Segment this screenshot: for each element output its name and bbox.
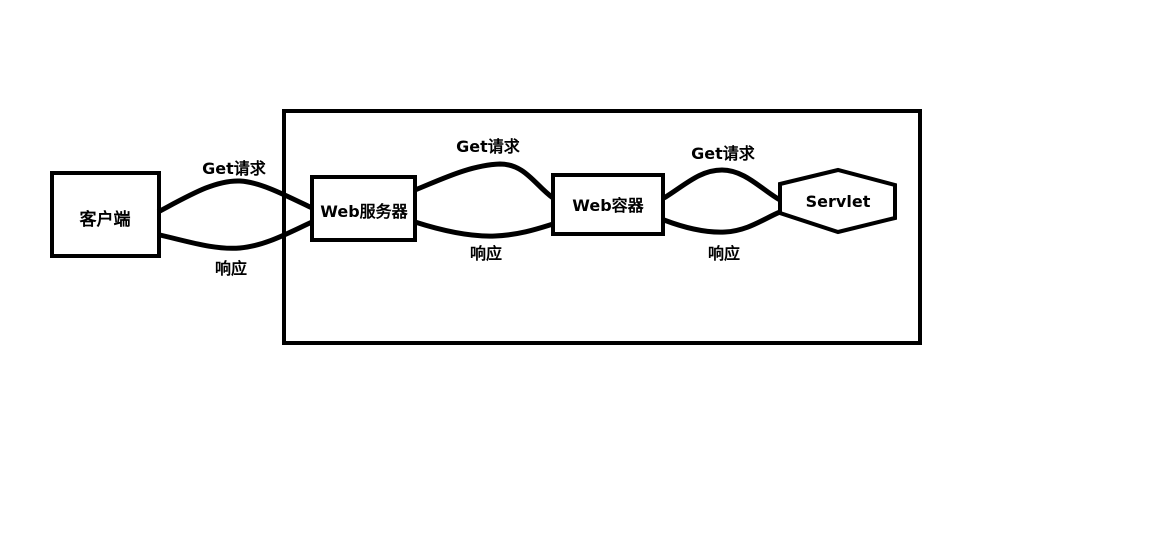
web-container-label: Web容器 bbox=[572, 196, 644, 215]
edge-client-webserver-response bbox=[159, 219, 314, 251]
edge-client-webserver-response-label: 响应 bbox=[215, 259, 247, 278]
edge-webserver-webcontainer-request bbox=[414, 161, 555, 201]
edge-webcontainer-servlet-response-label: 响应 bbox=[708, 244, 740, 263]
client-box bbox=[50, 171, 161, 258]
servlet-hexagon bbox=[778, 167, 897, 235]
web-server-box bbox=[310, 175, 417, 242]
edge-webserver-webcontainer-response bbox=[414, 219, 554, 239]
web-container-box bbox=[551, 173, 665, 236]
edge-webcontainer-servlet-request-label: Get请求 bbox=[691, 144, 756, 163]
server-side-container bbox=[282, 109, 922, 345]
edge-webserver-webcontainer-response-label: 响应 bbox=[470, 244, 502, 263]
edge-webcontainer-servlet-request bbox=[662, 167, 782, 203]
edge-client-webserver-request-label: Get请求 bbox=[202, 159, 267, 178]
web-server-label: Web服务器 bbox=[320, 202, 408, 221]
edge-webcontainer-servlet-response bbox=[663, 209, 781, 235]
edge-client-webserver-request bbox=[156, 178, 314, 215]
client-label: 客户端 bbox=[79, 209, 131, 230]
servlet-label: Servlet bbox=[806, 192, 871, 211]
edge-webserver-webcontainer-request-label: Get请求 bbox=[456, 137, 521, 156]
